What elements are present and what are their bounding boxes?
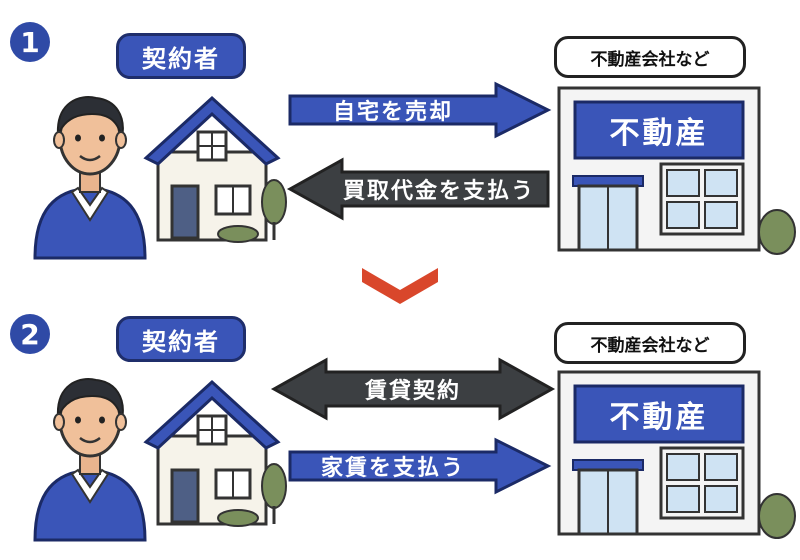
double-arrow	[270, 357, 556, 421]
house-icon	[143, 379, 287, 527]
chevron-down-icon	[362, 268, 438, 304]
contractor-label: 契約者	[116, 316, 246, 362]
office-building-icon	[557, 370, 796, 539]
step-number-1: 1	[10, 22, 50, 62]
right-arrow	[288, 81, 552, 139]
arrow-label-sell-home: 自宅を売却	[332, 100, 453, 125]
arrow-label-pay-rent: 家賃を支払う	[320, 456, 465, 481]
contractor-label: 契約者	[116, 33, 246, 79]
building-sign: 不動産	[609, 400, 709, 435]
left-arrow	[286, 157, 550, 221]
company-label: 不動産会社など	[554, 36, 746, 78]
person-icon	[33, 378, 147, 542]
person-icon	[33, 96, 147, 260]
arrow-label-purchase-payment: 買取代金を支払う	[342, 179, 535, 204]
office-building-icon	[557, 86, 796, 255]
company-label: 不動産会社など	[554, 322, 746, 364]
building-sign: 不動産	[609, 116, 709, 151]
arrow-label-lease-contract: 賃貸契約	[364, 379, 461, 404]
house-icon	[143, 95, 287, 243]
step-number-2: 2	[10, 314, 50, 354]
right-arrow	[288, 437, 552, 495]
